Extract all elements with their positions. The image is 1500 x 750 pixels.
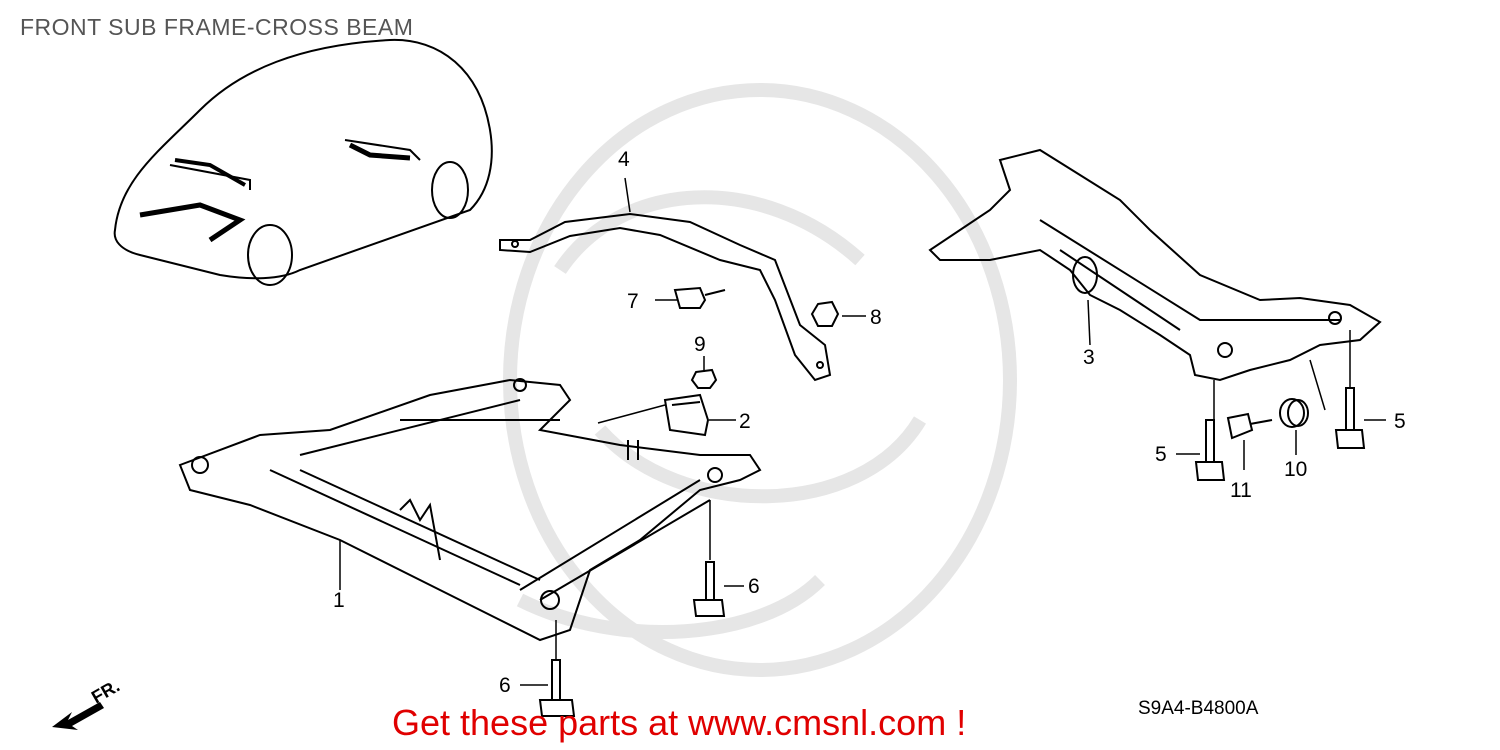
callout-5-left: 5 bbox=[1155, 443, 1167, 466]
direction-label: FR. bbox=[88, 676, 123, 708]
callout-2: 2 bbox=[739, 410, 751, 433]
page-title: FRONT SUB FRAME-CROSS BEAM bbox=[20, 14, 414, 40]
callout-10: 10 bbox=[1284, 458, 1307, 481]
callout-5-right: 5 bbox=[1394, 410, 1406, 433]
rear-sub-frame bbox=[928, 148, 1382, 382]
fastener-part-7 bbox=[673, 286, 726, 309]
cross-beam bbox=[499, 212, 832, 382]
bolt-part-5-right bbox=[1334, 387, 1366, 449]
callout-3: 3 bbox=[1083, 346, 1095, 369]
nut-part-8 bbox=[810, 300, 840, 327]
bolt-part-9 bbox=[690, 368, 718, 389]
callout-4: 4 bbox=[618, 148, 630, 171]
callout-11: 11 bbox=[1230, 479, 1252, 502]
callout-1: 1 bbox=[333, 589, 345, 612]
diagram-code: S9A4-B4800A bbox=[1138, 698, 1259, 719]
callout-6-upper: 6 bbox=[748, 575, 760, 598]
front-sub-frame bbox=[178, 378, 762, 642]
callout-8: 8 bbox=[870, 306, 882, 329]
callout-9: 9 bbox=[694, 333, 706, 356]
car-overview-illustration bbox=[113, 38, 493, 286]
bolt-part-5-left bbox=[1194, 419, 1226, 481]
promo-link-text[interactable]: Get these parts at www.cmsnl.com ! bbox=[392, 702, 967, 743]
callout-7: 7 bbox=[627, 290, 639, 313]
bolt-part-6-lower bbox=[538, 659, 576, 717]
front-direction-arrow-icon: FR. bbox=[52, 676, 123, 730]
bolt-part-6-upper bbox=[692, 561, 726, 617]
leader-lines bbox=[339, 177, 1386, 686]
washer-part-10 bbox=[1279, 398, 1309, 428]
bolt-part-11 bbox=[1226, 412, 1273, 440]
callout-6-lower: 6 bbox=[499, 674, 511, 697]
bracket-part-2 bbox=[663, 393, 710, 437]
